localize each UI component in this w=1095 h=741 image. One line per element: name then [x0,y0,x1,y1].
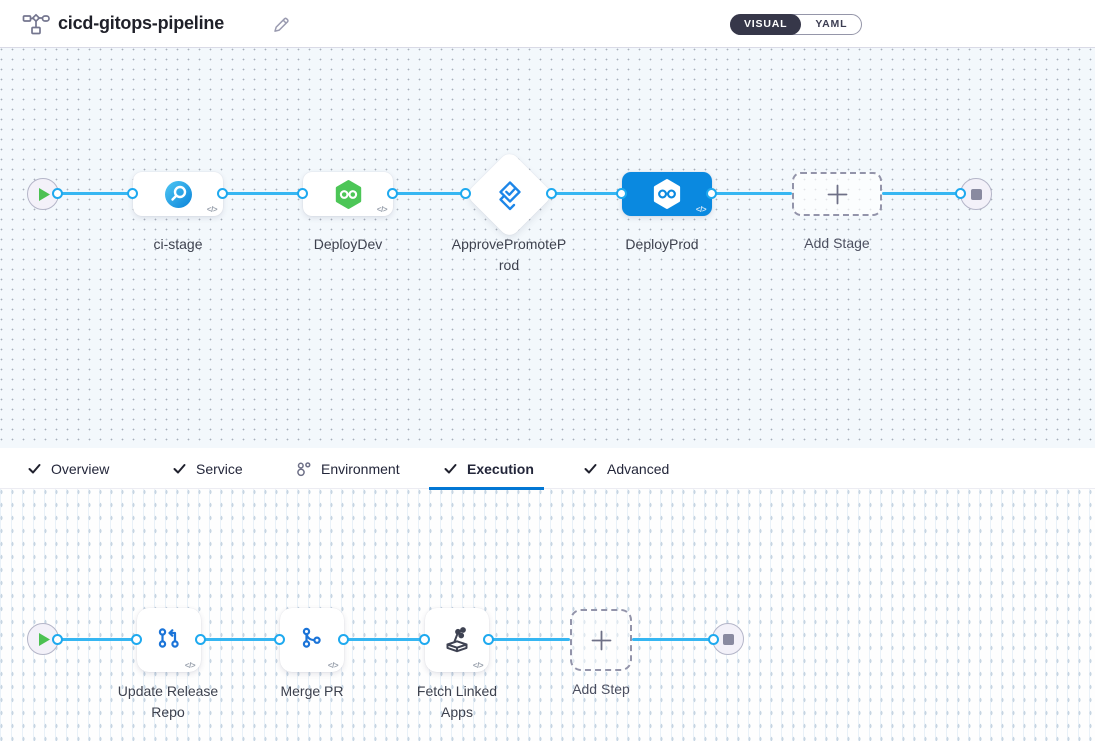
connector-point[interactable] [419,634,430,645]
connector-point[interactable] [708,634,719,645]
cd-deploy-icon [333,179,364,210]
environment-icon [297,461,311,476]
merge-pr-icon [297,625,327,655]
connector-line [882,192,961,195]
step-label: Merge PR [280,683,344,699]
ci-build-icon [163,179,194,210]
fetch-linked-apps-icon [441,624,473,656]
code-chip: </> [695,205,707,214]
add-stage-label: Add Stage [804,235,870,251]
tab-service[interactable]: Service [172,448,243,489]
check-icon [584,464,597,474]
check-icon [173,464,186,474]
stage-node-ci-stage[interactable]: </> [133,172,223,216]
play-icon [38,187,50,201]
tab-environment[interactable]: Environment [296,448,400,489]
toggle-yaml-button[interactable]: YAML [815,18,848,30]
connector-point[interactable] [52,634,63,645]
code-chip: </> [376,205,388,214]
connector-point[interactable] [131,634,142,645]
stop-icon [722,633,734,645]
connector-point[interactable] [706,188,717,199]
visual-yaml-toggle: VISUAL YAML [730,14,863,35]
code-chip: </> [184,661,196,670]
execution-start-node [27,623,59,655]
connector-point[interactable] [127,188,138,199]
connector-point[interactable] [616,188,627,199]
approval-icon [492,178,528,212]
connector-line [45,192,792,195]
tab-advanced[interactable]: Advanced [583,448,669,489]
stage-label: DeployDev [313,236,383,252]
pipeline-icon [22,13,50,36]
tab-execution[interactable]: Execution [429,448,544,490]
connector-point[interactable] [52,188,63,199]
tab-overview[interactable]: Overview [27,448,109,489]
edit-pencil-icon[interactable] [272,15,291,34]
code-chip: </> [206,205,218,214]
connector-point[interactable] [387,188,398,199]
step-node-fetch-linked-apps[interactable]: </> [425,608,489,672]
stage-config-tabbar: Overview Service Environment Execution A… [0,448,1095,490]
connector-point[interactable] [217,188,228,199]
stage-node-approvepromoteprod[interactable] [464,149,555,240]
stop-icon [970,188,982,200]
step-label: Update Release Repo [117,683,219,720]
stage-node-deploydev[interactable]: </> [303,172,393,216]
header: cicd-gitops-pipeline VISUAL YAML [0,0,1095,48]
tab-label: Overview [51,460,110,477]
code-chip: </> [472,661,484,670]
stage-label: DeployProd [625,236,699,252]
connector-line [632,638,714,641]
stage-label: ci-stage [153,236,203,252]
connector-point[interactable] [195,634,206,645]
step-node-merge-pr[interactable]: </> [280,608,344,672]
plus-icon [591,630,612,651]
pipeline-start-node [27,178,59,210]
tab-label: Advanced [607,460,670,477]
stage-node-deployprod[interactable]: </> [622,172,712,216]
stage-label: ApprovePromoteProd [451,236,567,273]
page-title: cicd-gitops-pipeline [58,13,225,33]
tab-label: Environment [321,460,400,477]
connector-point[interactable] [460,188,471,199]
connector-point[interactable] [338,634,349,645]
connector-point[interactable] [955,188,966,199]
connector-point[interactable] [546,188,557,199]
add-stage-button[interactable] [792,172,882,216]
toggle-visual-button[interactable]: VISUAL [730,14,802,35]
step-node-update-release-repo[interactable]: </> [137,608,201,672]
connector-point[interactable] [274,634,285,645]
play-icon [38,632,50,646]
step-label: Fetch Linked Apps [416,683,498,720]
check-icon [444,464,457,474]
cd-deploy-icon [651,178,683,210]
stage-canvas[interactable]: </> </> [0,48,1095,448]
tab-label: Execution [467,460,534,477]
execution-canvas[interactable]: </> </> </> [0,489,1095,741]
tab-label: Service [196,460,243,477]
connector-point[interactable] [297,188,308,199]
plus-icon [827,184,848,205]
check-icon [28,464,41,474]
add-step-button[interactable] [570,609,632,671]
connector-point[interactable] [483,634,494,645]
update-release-repo-icon [154,625,184,655]
add-step-label: Add Step [572,681,630,697]
code-chip: </> [327,661,339,670]
